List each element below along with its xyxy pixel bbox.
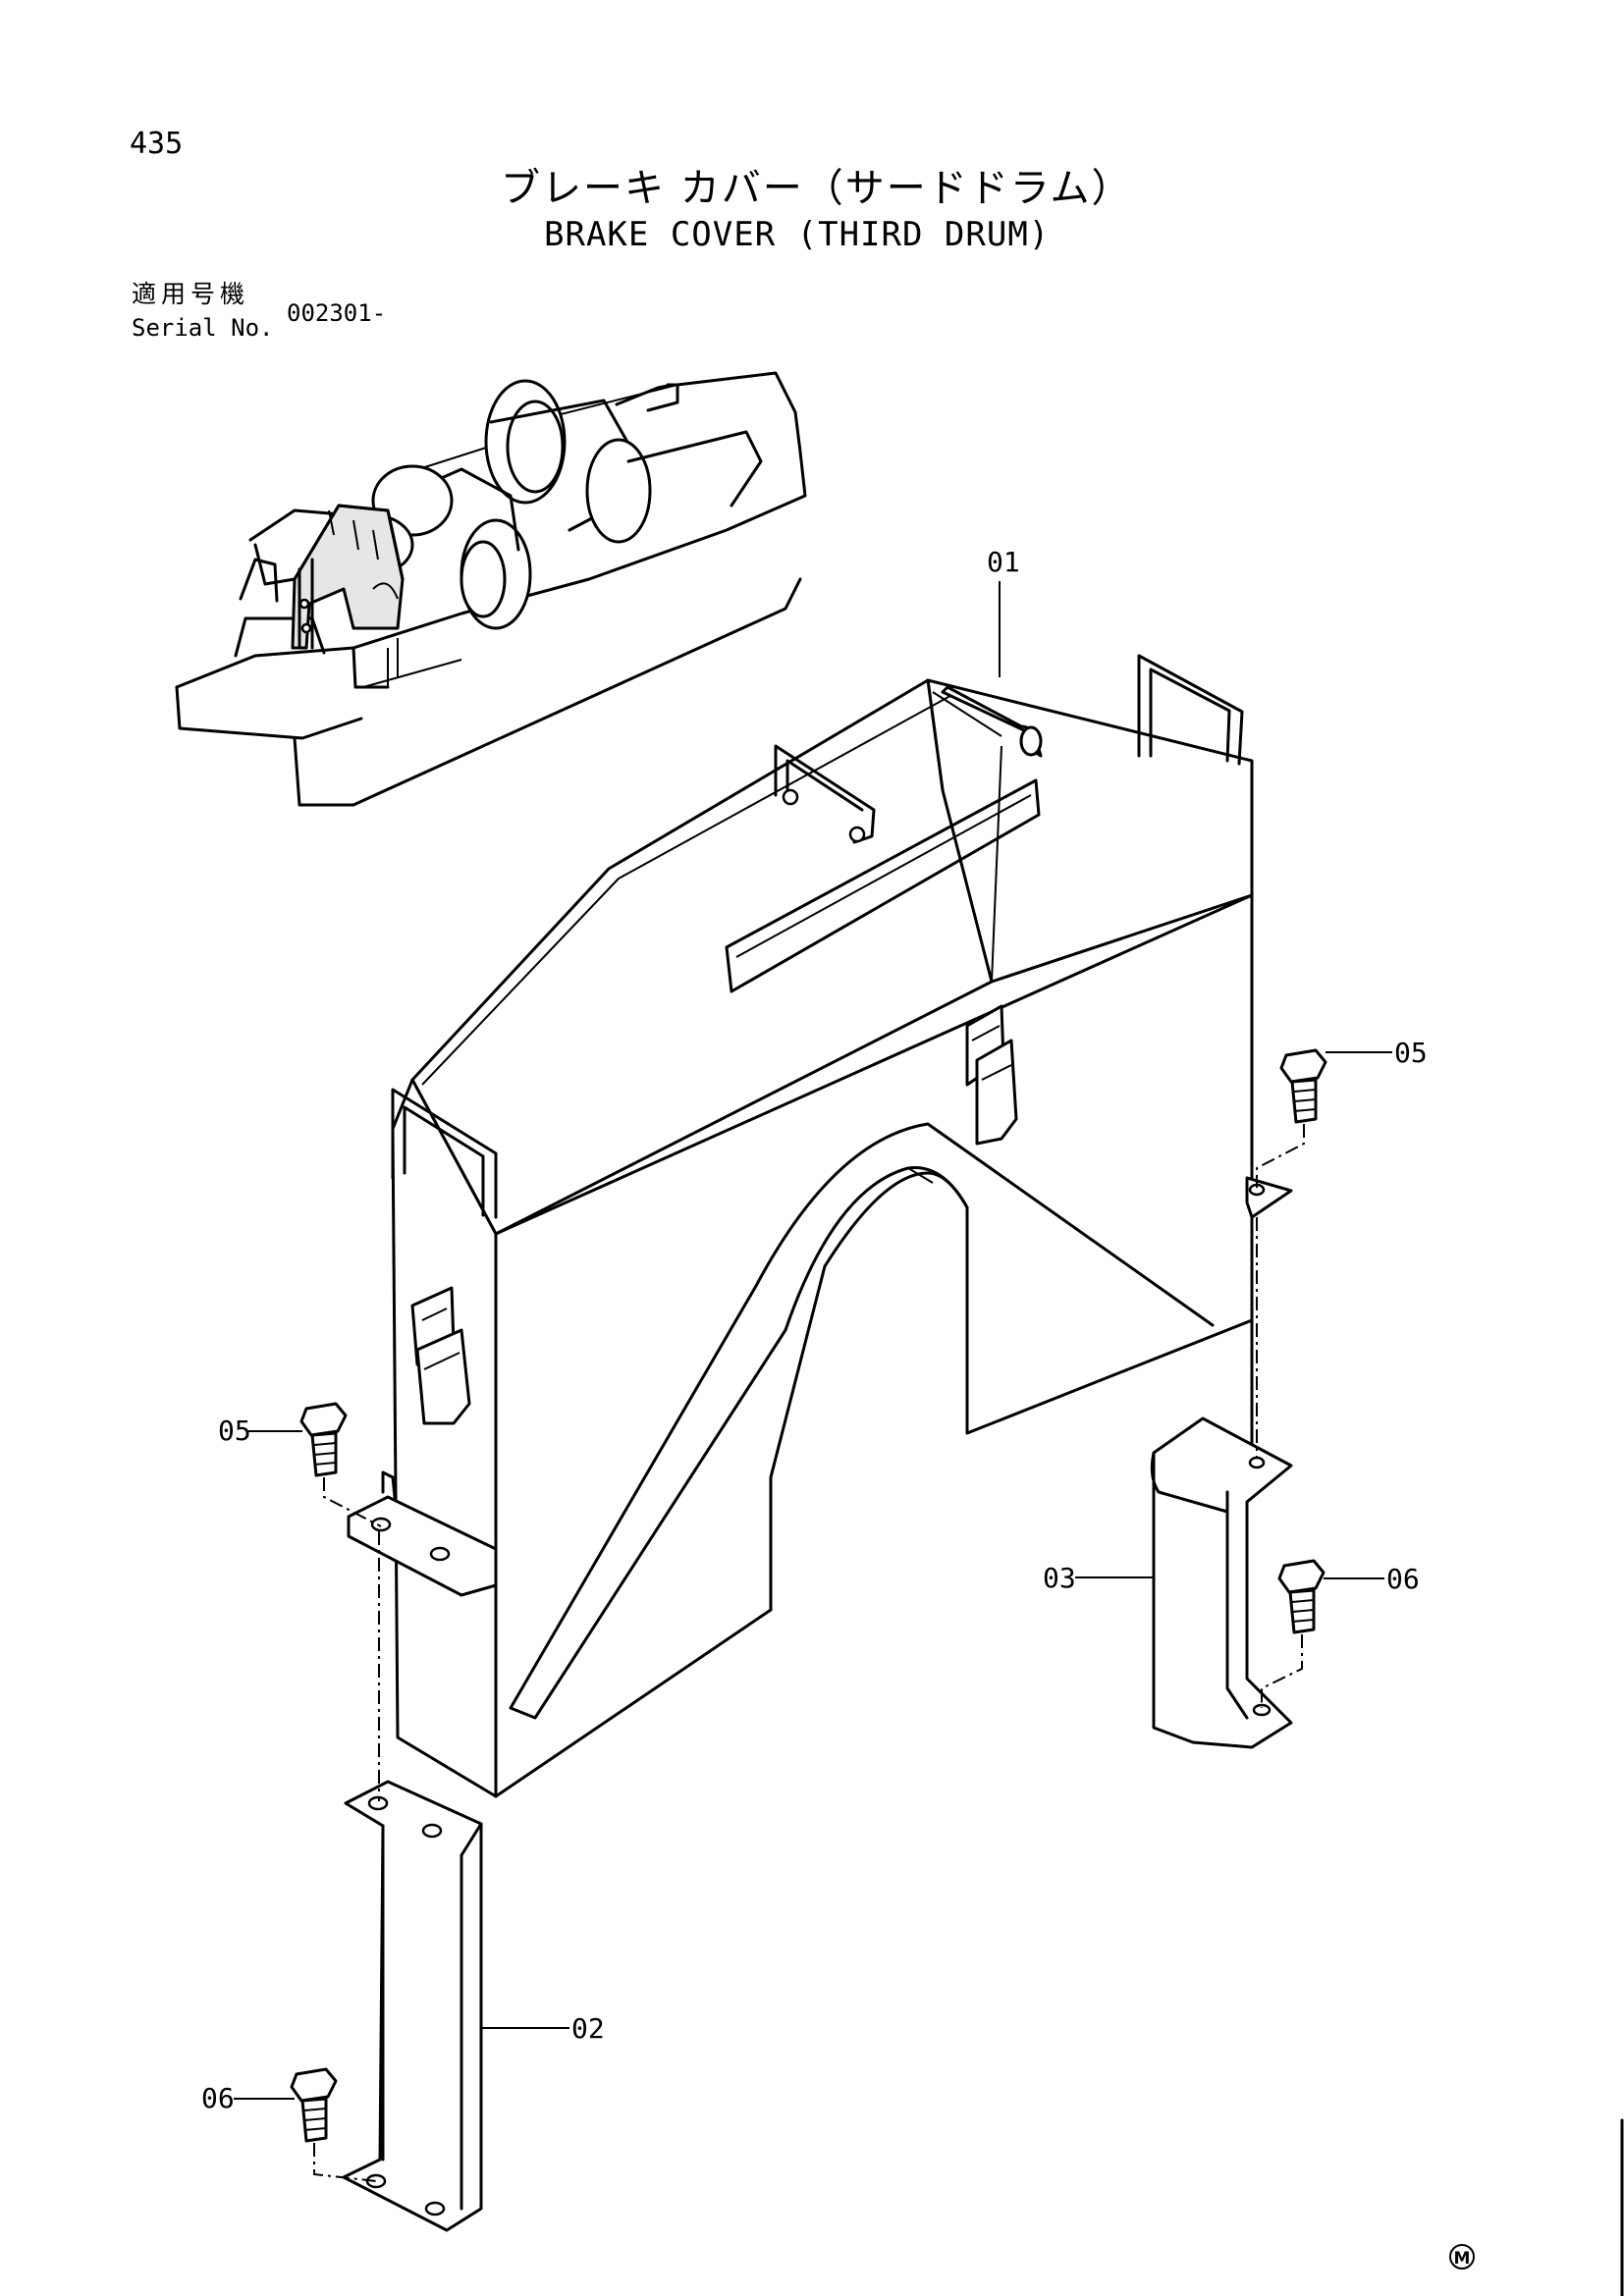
title-japanese: ブレーキ カバー（サードドラム） — [501, 166, 1133, 211]
bracket-part-03 — [1150, 1416, 1293, 1749]
brake-cover-main-part-01 — [347, 654, 1293, 1798]
callout-05-right: 05 — [1326, 1037, 1428, 1069]
title-english: BRAKE COVER (THIRD DRUM) — [544, 215, 1051, 254]
callout-label-06-right: 06 — [1386, 1563, 1420, 1595]
location-thumbnail — [175, 371, 807, 807]
bracket-part-02 — [342, 1780, 483, 2232]
bolt-05-right — [1279, 1048, 1327, 1124]
callout-06-right: 06 — [1324, 1563, 1420, 1595]
serial-label-japanese: 適用号機 — [132, 280, 250, 308]
callout-label-01: 01 — [987, 546, 1020, 578]
bolt-06-right — [1277, 1559, 1326, 1634]
manufacturer-mark: M — [1449, 2244, 1475, 2269]
callout-03: 03 — [1043, 1562, 1154, 1594]
callout-01: 01 — [987, 546, 1020, 677]
callout-label-06-left: 06 — [201, 2082, 235, 2114]
bolt-06-left — [290, 2067, 338, 2143]
serial-label-english: Serial No. — [132, 314, 274, 342]
bolt-05-left — [299, 1402, 348, 1477]
callout-label-05-right: 05 — [1394, 1037, 1428, 1069]
assembly-guide-lines — [313, 1124, 1305, 2182]
callout-02: 02 — [481, 2012, 605, 2045]
callout-05-left: 05 — [218, 1415, 302, 1447]
serial-number-value: 002301- — [287, 299, 387, 327]
callout-label-02: 02 — [571, 2012, 605, 2045]
callout-label-03: 03 — [1043, 1562, 1076, 1594]
callout-06-left: 06 — [201, 2082, 295, 2114]
callout-label-05-left: 05 — [218, 1415, 251, 1447]
page-number: 435 — [130, 127, 184, 161]
latch-left — [410, 1286, 471, 1425]
latch-front — [965, 1004, 1018, 1146]
